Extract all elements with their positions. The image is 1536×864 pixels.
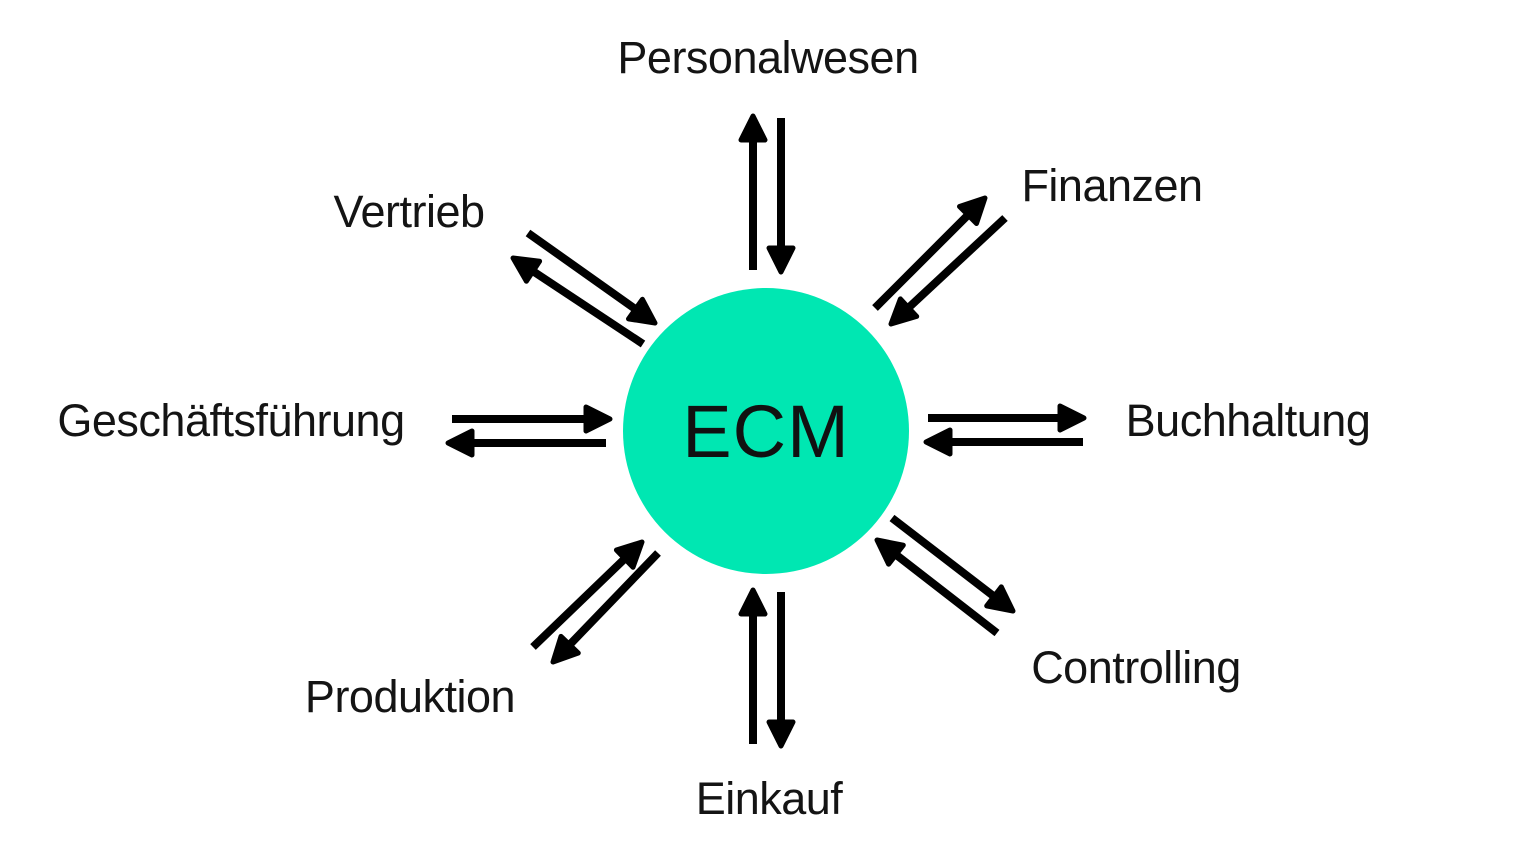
- arrow-vertrieb-out: [510, 255, 646, 348]
- arrow-finanzen-out: [872, 195, 988, 311]
- arrow-finanzen-in: [888, 215, 1008, 327]
- arrow-geschaeftsfuehrung-in: [452, 404, 613, 434]
- arrow-head: [923, 427, 953, 457]
- node-label-produktion: Produktion: [304, 671, 516, 722]
- arrow-shaft: [872, 212, 971, 311]
- arrow-einkauf-in: [738, 587, 768, 744]
- arrow-shaft: [893, 551, 1000, 637]
- arrow-shaft: [889, 514, 997, 600]
- center-node-ecm: ECM: [623, 288, 909, 574]
- node-label-buchhaltung: Buchhaltung: [1125, 395, 1371, 446]
- arrow-vertrieb-in: [525, 229, 658, 326]
- arrow-personalwesen-in: [766, 118, 796, 275]
- node-label-geschaeftsfuehrung: Geschäftsführung: [57, 395, 405, 446]
- node-label-vertrieb: Vertrieb: [333, 186, 485, 237]
- node-label-finanzen: Finanzen: [1021, 160, 1203, 211]
- arrow-head: [957, 195, 988, 226]
- arrow-head: [766, 245, 796, 275]
- arrow-shaft: [530, 267, 646, 348]
- arrow-head: [1057, 403, 1087, 433]
- node-label-personalwesen: Personalwesen: [617, 32, 919, 83]
- arrow-einkauf-out: [766, 592, 796, 749]
- arrow-shaft: [530, 555, 628, 650]
- arrow-head: [583, 404, 613, 434]
- node-label-controlling: Controlling: [1031, 642, 1241, 693]
- arrow-head: [888, 296, 920, 327]
- arrow-produktion-out: [550, 550, 661, 665]
- arrow-shaft: [525, 229, 638, 313]
- arrow-buchhaltung-out: [928, 403, 1087, 433]
- arrow-buchhaltung-in: [923, 427, 1083, 457]
- arrow-head: [613, 539, 645, 570]
- arrow-controlling-out: [889, 514, 1016, 614]
- arrow-geschaeftsfuehrung-out: [445, 428, 606, 458]
- arrow-controlling-in: [874, 537, 1000, 637]
- node-label-einkauf: Einkauf: [695, 773, 843, 824]
- center-node-label: ECM: [682, 389, 850, 473]
- arrow-head: [626, 296, 658, 326]
- arrow-head: [738, 113, 768, 143]
- arrow-head: [510, 255, 543, 284]
- arrow-head: [445, 428, 475, 458]
- arrow-head: [874, 537, 906, 567]
- arrow-shaft: [905, 215, 1008, 311]
- arrow-head: [550, 633, 581, 665]
- arrow-head: [766, 719, 796, 749]
- arrow-personalwesen-out: [738, 113, 768, 270]
- arrow-head: [738, 587, 768, 617]
- arrow-produktion-in: [530, 539, 645, 650]
- arrow-head: [984, 584, 1016, 614]
- arrow-shaft: [566, 550, 661, 648]
